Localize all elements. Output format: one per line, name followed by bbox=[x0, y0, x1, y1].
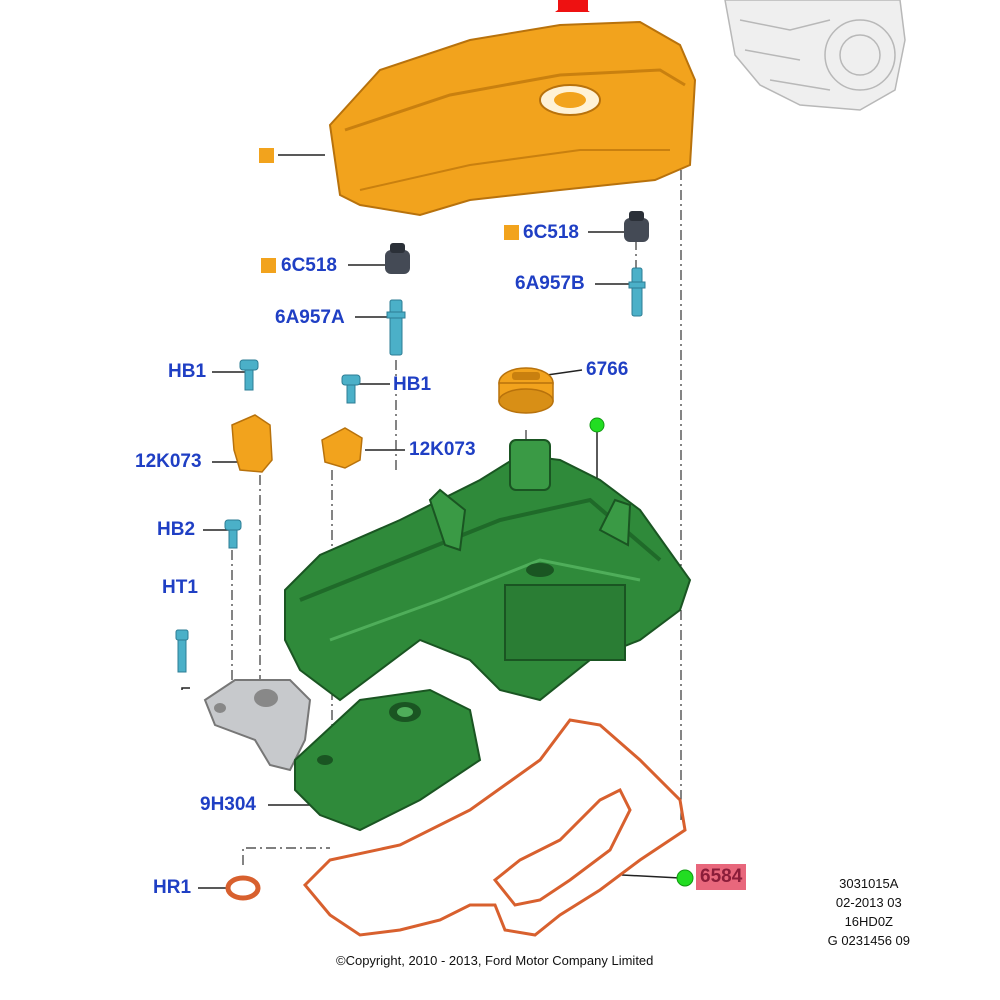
callout-12k073-left[interactable]: 12K073 bbox=[135, 451, 202, 472]
callout-6a957b[interactable]: 6A957B bbox=[515, 273, 585, 294]
reference-line-4: G 0231456 09 bbox=[827, 933, 910, 948]
marker-dot-cover bbox=[589, 417, 605, 433]
housing-9h304[interactable] bbox=[294, 688, 482, 832]
bracket[interactable] bbox=[203, 679, 312, 772]
callout-12k073-right[interactable]: 12K073 bbox=[409, 439, 476, 460]
marker-square-6c518-left bbox=[261, 258, 276, 273]
engine-cover[interactable] bbox=[328, 20, 697, 217]
diagram-reference: 3031015A 02-2013 03 16HD0Z G 0231456 09 bbox=[828, 874, 910, 950]
sensor-12k073-left[interactable] bbox=[231, 414, 273, 473]
callout-hb1-left[interactable]: HB1 bbox=[168, 361, 207, 382]
stud-6a957b[interactable] bbox=[628, 267, 646, 317]
callout-9h304[interactable]: 9H304 bbox=[200, 794, 256, 815]
stud-6a957a[interactable] bbox=[386, 299, 406, 356]
bolt-hb2[interactable] bbox=[224, 519, 242, 549]
oil-filler-cap[interactable] bbox=[498, 367, 554, 414]
callout-hb1-right[interactable]: HB1 bbox=[393, 374, 432, 395]
callout-6584[interactable]: 6584 bbox=[696, 864, 747, 890]
copyright-notice: ©Copyright, 2010 - 2013, Ford Motor Comp… bbox=[336, 953, 654, 968]
alignment-lines bbox=[231, 170, 682, 865]
callout-hr1[interactable]: HR1 bbox=[153, 877, 192, 898]
reference-line-3: 16HD0Z bbox=[844, 914, 893, 929]
engine-outline-sketch bbox=[724, 0, 906, 111]
marker-square-cover bbox=[259, 148, 274, 163]
reference-line-1: 3031015A bbox=[839, 876, 899, 891]
callout-hb2[interactable]: HB2 bbox=[157, 519, 196, 540]
cylinder-head-cover[interactable] bbox=[284, 439, 692, 702]
bolt-hb1-right[interactable] bbox=[341, 374, 361, 404]
o-ring-hr1[interactable] bbox=[225, 875, 261, 901]
bolt-hb1-left[interactable] bbox=[239, 359, 259, 391]
callout-6c518-left[interactable]: 6C518 bbox=[281, 255, 337, 276]
marker-square-6c518-right bbox=[504, 225, 519, 240]
sensor-12k073-right[interactable] bbox=[321, 427, 363, 469]
marker-dot-gasket bbox=[676, 869, 694, 887]
grommet-left[interactable] bbox=[385, 243, 410, 274]
grommet-right[interactable] bbox=[624, 211, 649, 242]
bolt-ht1[interactable] bbox=[175, 629, 189, 673]
gasket-6584[interactable] bbox=[302, 718, 687, 937]
callout-6766[interactable]: 6766 bbox=[586, 359, 629, 380]
callout-6a957a[interactable]: 6A957A bbox=[275, 307, 345, 328]
callout-6c518-right[interactable]: 6C518 bbox=[523, 222, 579, 243]
callout-ht1[interactable]: HT1 bbox=[162, 577, 198, 598]
reference-line-2: 02-2013 03 bbox=[835, 895, 902, 910]
